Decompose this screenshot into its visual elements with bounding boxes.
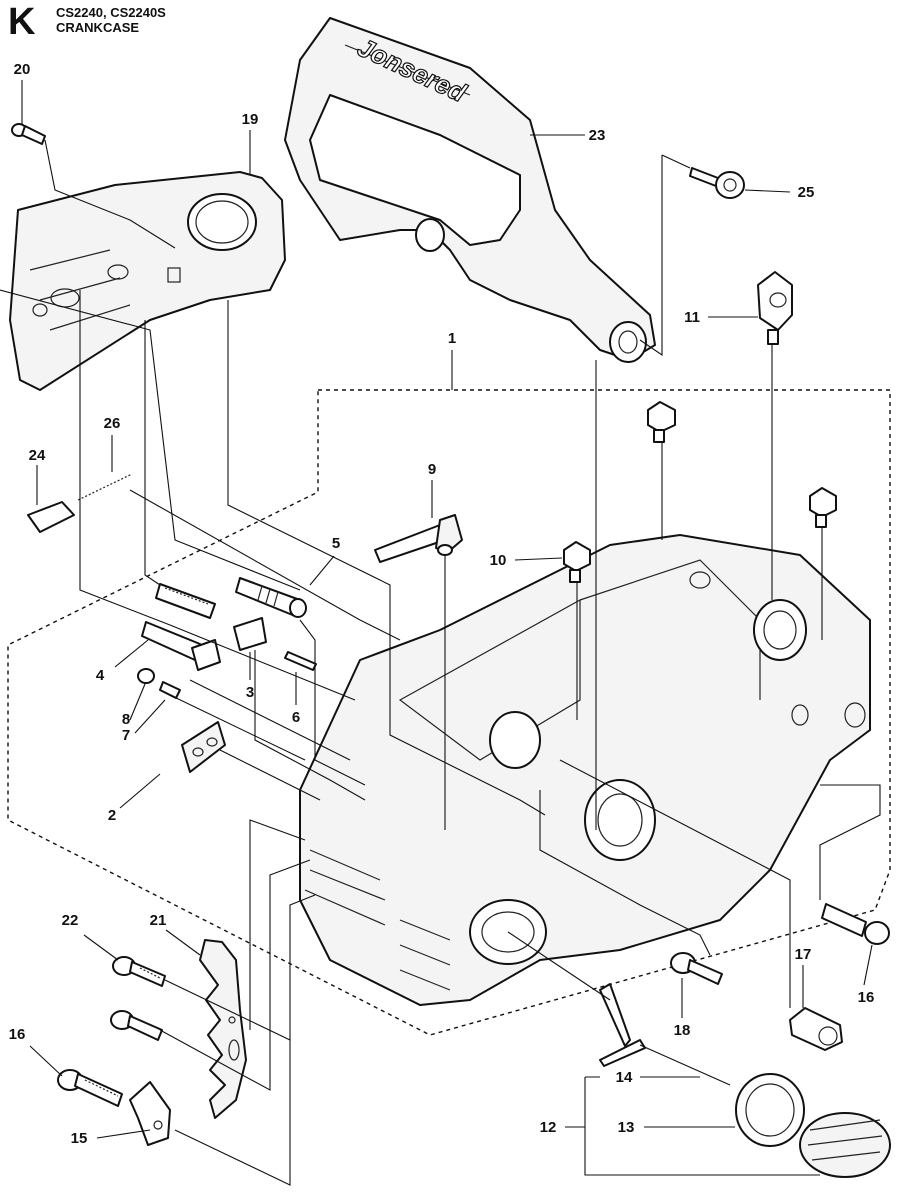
part-23-top-handle: Jonsered <box>284 17 656 363</box>
model-numbers: CS2240, CS2240S <box>56 5 166 20</box>
diagram-title: CRANKCASE <box>56 20 140 35</box>
callout-6: 6 <box>292 709 300 726</box>
part-3-nut <box>191 617 267 671</box>
part-22-bolt <box>112 956 166 987</box>
part-1-top-screw-b <box>809 487 837 528</box>
callout-4: 4 <box>96 667 105 684</box>
part-15-nut <box>129 1081 171 1146</box>
part-6-pin <box>284 651 317 671</box>
callout-12: 12 <box>540 1119 557 1136</box>
callout-21: 21 <box>150 912 167 929</box>
part-9-oil-pipe <box>374 514 463 563</box>
part-8-washer <box>137 668 155 684</box>
callout-14: 14 <box>616 1069 633 1086</box>
leader-lines <box>0 80 881 1186</box>
callout-labels: 20 19 23 25 11 1 26 24 9 5 10 4 3 6 8 7 … <box>9 61 875 1147</box>
callout-22: 22 <box>62 912 79 929</box>
callout-18: 18 <box>674 1022 691 1039</box>
part-25-screw <box>689 167 745 199</box>
part-16-bolt-left <box>57 1069 123 1107</box>
part-16-bolt-right <box>821 903 890 945</box>
callout-7: 7 <box>122 727 130 744</box>
callout-2: 2 <box>108 807 116 824</box>
callout-26: 26 <box>104 415 121 432</box>
callout-17: 17 <box>795 946 812 963</box>
callout-23: 23 <box>589 127 606 144</box>
part-12-oil-cap <box>799 1112 891 1178</box>
part-1-top-screw-a <box>647 401 676 443</box>
part-14-oil-hose <box>599 983 731 1086</box>
callout-10: 10 <box>490 552 507 569</box>
part-19-guard-plate <box>9 171 286 391</box>
part-5-pin <box>235 577 307 618</box>
part-11-clip <box>757 271 793 345</box>
part-24-pad <box>27 501 75 533</box>
part-20-screw <box>11 123 46 145</box>
assembly-1-boundary <box>7 389 891 1036</box>
callout-13: 13 <box>618 1119 635 1136</box>
callout-9: 9 <box>428 461 436 478</box>
callout-16-right: 16 <box>858 989 875 1006</box>
part-17-plug <box>789 1007 843 1051</box>
callout-16-left: 16 <box>9 1026 26 1043</box>
section-letter: K <box>8 1 36 43</box>
callout-8: 8 <box>122 711 130 728</box>
callout-11: 11 <box>684 309 700 326</box>
callout-24: 24 <box>29 447 46 464</box>
callout-19: 19 <box>242 111 259 128</box>
part-26-spring <box>77 473 133 501</box>
part-2-plate <box>181 721 226 773</box>
callout-5: 5 <box>332 535 340 552</box>
part-10-screw <box>563 541 591 583</box>
callout-3: 3 <box>246 684 254 701</box>
callout-25: 25 <box>798 184 815 201</box>
part-1-crankcase <box>299 534 871 1006</box>
part-21-bumper-spike <box>199 939 247 1119</box>
callout-15: 15 <box>71 1130 88 1147</box>
part-18-screw <box>670 952 723 985</box>
part-13-seal-ring <box>735 1073 805 1147</box>
part-21-bolt <box>110 1010 163 1041</box>
callout-20: 20 <box>14 61 31 78</box>
callout-1: 1 <box>448 330 456 347</box>
